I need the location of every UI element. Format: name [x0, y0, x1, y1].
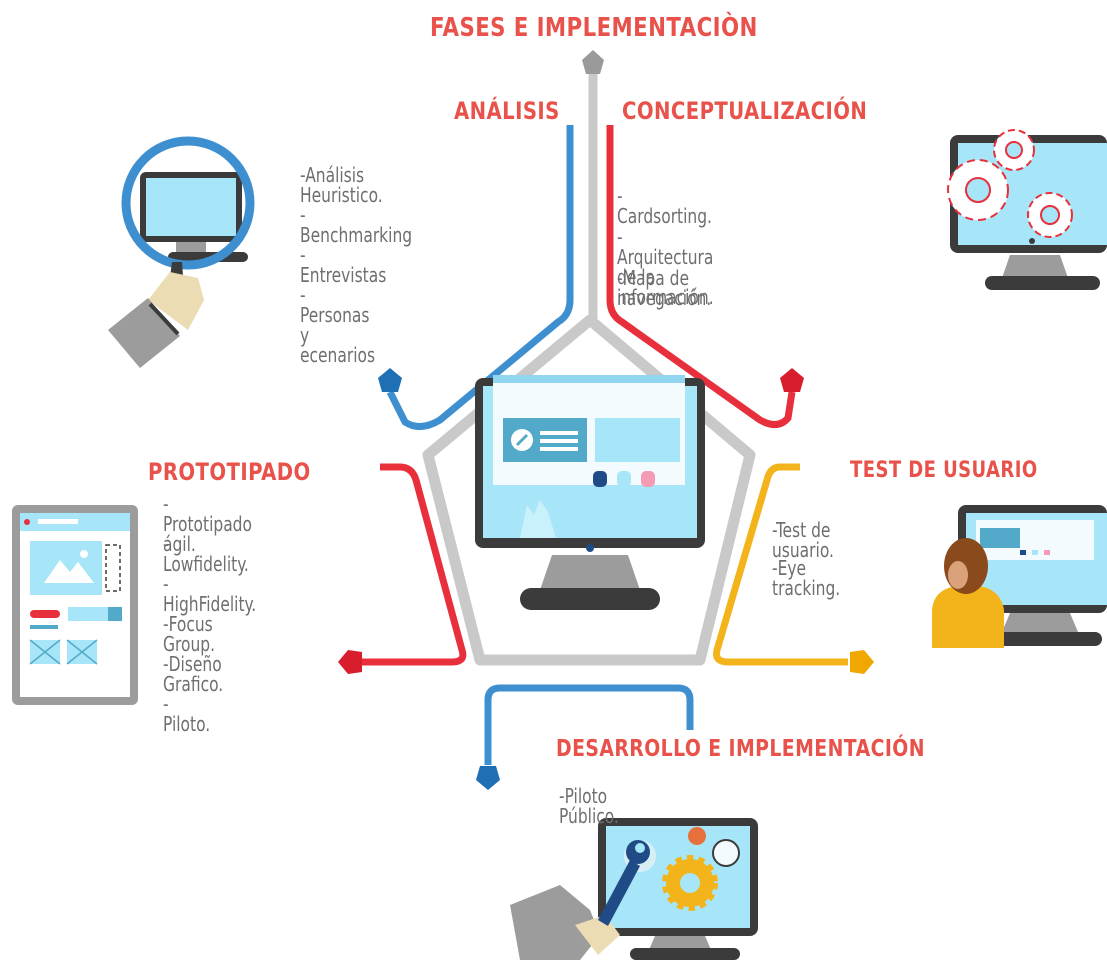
list-item: -Focus Group. [163, 612, 215, 656]
user-testing-monitor-icon [932, 505, 1107, 648]
list-item: -Análisis Heuristico. [300, 163, 383, 207]
list-item: -Piloto. [163, 692, 211, 736]
list-item: -Piloto Público. [559, 784, 619, 828]
prototipado-heading: PROTOTIPADO [148, 458, 311, 486]
list-item: -Eye tracking. [772, 556, 841, 600]
list-item: -Test de usuario. [772, 518, 834, 562]
top-connector [582, 50, 604, 320]
list-item: -Diseño Grafico. [163, 652, 224, 696]
list-item: -Personas y ecenarios [300, 283, 376, 367]
analisis-heading: ANÁLISIS [454, 97, 560, 125]
desarrollo-heading: DESARROLLO E IMPLEMENTACIÓN [556, 736, 925, 762]
test-heading: TEST DE USUARIO [850, 458, 1038, 483]
conceptualizacion-connector [606, 125, 804, 428]
pentagon-frame [422, 314, 756, 666]
tablet-wireframe-icon [12, 505, 138, 705]
central-monitor-icon [475, 375, 705, 610]
desarrollo-connector [476, 684, 694, 790]
page-title: FASES E IMPLEMENTACIÒN [430, 13, 758, 43]
list-item: -HighFidelity. [163, 572, 257, 616]
analisis-connector [378, 125, 574, 430]
list-item: -Entrevistas [300, 243, 387, 287]
list-item: -Mapa de navegación. [617, 266, 712, 310]
list-item: -Arquitectura de la información. [617, 225, 714, 309]
conceptualizacion-heading: CONCEPTUALIZACIÓN [622, 97, 868, 125]
list-item: -Lowfidelity. [163, 532, 249, 576]
test-connector [713, 463, 874, 674]
wrench-gears-monitor-icon [510, 818, 758, 960]
list-item: -Prototipado ágil. [163, 492, 252, 556]
magnifier-monitor-icon [108, 136, 255, 368]
prototipado-connector [338, 463, 467, 674]
list-item: -Benchmarking [300, 203, 413, 247]
list-item: -Cardsorting. [617, 184, 712, 228]
gears-monitor-icon [947, 129, 1107, 290]
